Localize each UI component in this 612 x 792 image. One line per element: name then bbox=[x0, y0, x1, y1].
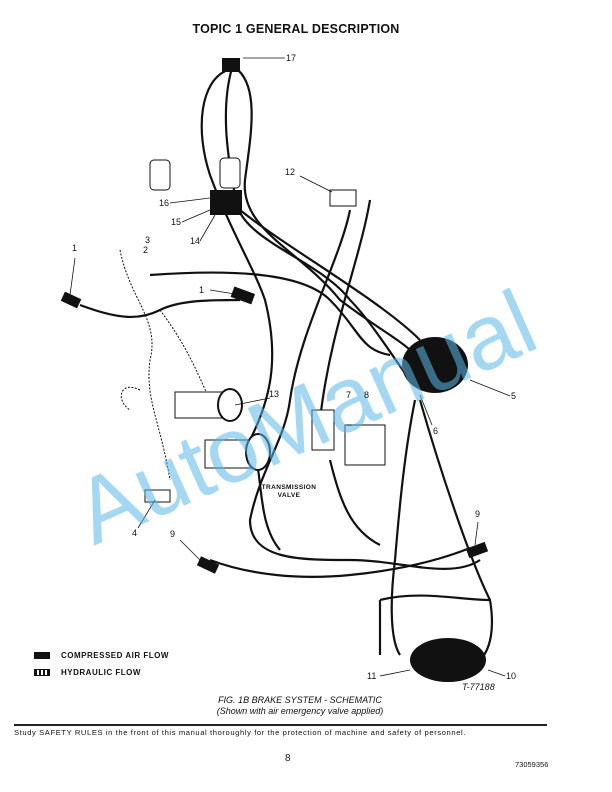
legend-hydraulic: HYDRAULIC FLOW bbox=[34, 668, 141, 677]
callout-1b: 1 bbox=[199, 285, 205, 295]
figure-number: T-77188 bbox=[462, 682, 495, 692]
air-tank-rear bbox=[410, 638, 486, 682]
divider bbox=[14, 724, 547, 726]
callout-9: 9 bbox=[170, 529, 176, 539]
callout-3: 3 bbox=[145, 235, 151, 245]
pedal-4 bbox=[144, 489, 171, 503]
components bbox=[60, 58, 489, 682]
brake-chamber-1 bbox=[60, 291, 82, 309]
legend-compressed-air: COMPRESSED AIR FLOW bbox=[34, 651, 169, 660]
safety-note: Study SAFETY RULES in the front of this … bbox=[14, 728, 467, 737]
callout-15: 15 bbox=[171, 217, 182, 227]
callout-6: 6 bbox=[433, 426, 439, 436]
callout-8: 8 bbox=[364, 390, 370, 400]
callout-4: 4 bbox=[132, 528, 138, 538]
callout-9b: 9 bbox=[475, 509, 481, 519]
leader-lines bbox=[69, 57, 511, 677]
callout-5: 5 bbox=[511, 391, 517, 401]
callout-16: 16 bbox=[159, 198, 170, 208]
transmission-valve-label: TRANSMISSION VALVE bbox=[261, 484, 317, 499]
air-tank-front bbox=[402, 337, 468, 393]
compressed-air-swatch bbox=[34, 652, 50, 659]
callout-2: 2 bbox=[143, 245, 149, 255]
caption-title: FIG. 1B BRAKE SYSTEM - SCHEMATIC bbox=[218, 695, 382, 705]
brake-valve-assembly bbox=[210, 190, 242, 215]
page-title: TOPIC 1 GENERAL DESCRIPTION bbox=[192, 22, 400, 36]
figure-caption: FIG. 1B BRAKE SYSTEM - SCHEMATIC (Shown … bbox=[150, 695, 450, 717]
brake-chamber-1b bbox=[230, 286, 256, 305]
valve-17 bbox=[222, 58, 240, 72]
hydraulic-swatch bbox=[34, 669, 50, 676]
callout-1: 1 bbox=[72, 243, 78, 253]
callout-7: 7 bbox=[346, 390, 352, 400]
callout-11: 11 bbox=[367, 671, 377, 681]
compressed-air-lines bbox=[79, 67, 494, 661]
callout-17: 17 bbox=[286, 53, 297, 63]
callout-10: 10 bbox=[506, 671, 517, 681]
callout-14: 14 bbox=[190, 236, 201, 246]
legend-label: COMPRESSED AIR FLOW bbox=[61, 651, 169, 660]
valve-7-8 bbox=[344, 424, 386, 466]
page-number: 8 bbox=[285, 753, 291, 764]
legend-label: HYDRAULIC FLOW bbox=[61, 668, 141, 677]
callout-13: 13 bbox=[269, 389, 280, 399]
transmission-valve bbox=[311, 409, 335, 451]
booster-lower bbox=[204, 439, 254, 469]
caption-subtitle: (Shown with air emergency valve applied) bbox=[216, 706, 384, 716]
document-number: 73059356 bbox=[515, 760, 549, 769]
callout-12: 12 bbox=[285, 167, 296, 177]
valve-12 bbox=[329, 189, 357, 207]
wheel-cylinder-9b bbox=[465, 541, 489, 559]
wheel-cylinder-9 bbox=[196, 556, 220, 574]
